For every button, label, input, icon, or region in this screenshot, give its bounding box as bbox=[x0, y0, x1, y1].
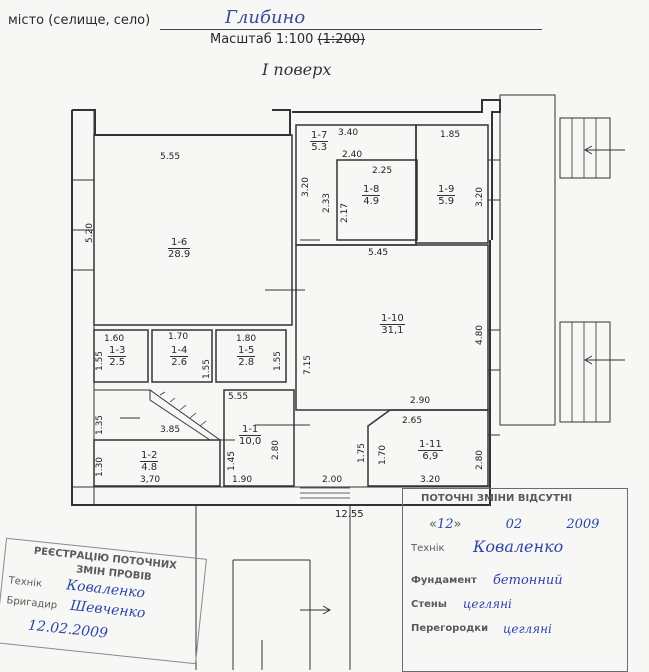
dim-label: 3.20 bbox=[475, 186, 486, 208]
porch-steps-top bbox=[559, 117, 611, 179]
dim-label: 3.20 bbox=[301, 176, 312, 198]
dim-label: 2.33 bbox=[322, 192, 333, 214]
dim-label: 1.30 bbox=[95, 456, 106, 478]
dim-label: 2.65 bbox=[402, 416, 423, 426]
porch-steps-bottom bbox=[559, 321, 611, 423]
stamp-partitions-value: цегляні bbox=[503, 622, 552, 636]
stamp-walls-value: цегляні bbox=[463, 597, 512, 611]
entrance-steps bbox=[300, 487, 350, 499]
dim-label: 3,70 bbox=[140, 475, 161, 485]
porch-right bbox=[499, 94, 556, 426]
stamp-left-bureau-label: Бригадир bbox=[5, 595, 58, 612]
dim-label: 1.80 bbox=[236, 334, 257, 344]
dim-label: 1.90 bbox=[232, 475, 253, 485]
arrow-bottom bbox=[583, 355, 625, 365]
stair-hatch bbox=[159, 391, 207, 427]
wall-thickness-bottom bbox=[71, 486, 491, 506]
dim-label: 1.70 bbox=[168, 332, 189, 342]
dim-label: 2.90 bbox=[410, 396, 431, 406]
dim-label: 3.85 bbox=[160, 425, 181, 435]
dim-label: 2.80 bbox=[271, 439, 282, 461]
dim-label: 1.85 bbox=[440, 130, 461, 140]
scale-label: Масштаб 1:100 (1:200) bbox=[210, 32, 365, 47]
dim-label: 1.60 bbox=[104, 334, 125, 344]
stamp-date: «12» 02 2009 bbox=[429, 517, 600, 532]
stamp-left-bureau-name: Шевченко bbox=[69, 597, 147, 622]
dim-label: 1.55 bbox=[95, 350, 106, 372]
stamp-foundation-value: бетонний bbox=[493, 573, 563, 588]
section-cut-lines bbox=[120, 239, 390, 441]
dim-label: 1.55 bbox=[273, 350, 284, 372]
dim-label: 5.55 bbox=[228, 392, 249, 402]
dim-label: 2.80 bbox=[475, 449, 486, 471]
dim-label: 5.55 bbox=[160, 152, 181, 162]
room-1-3-outline bbox=[93, 329, 149, 383]
settlement-value: Глибино bbox=[225, 7, 306, 28]
wall-thickness-left bbox=[71, 109, 95, 506]
stamp-registration: РЕЄСТРАЦІЮ ПОТОЧНИХ ЗМІН ПРОВІВ Технік К… bbox=[0, 537, 207, 665]
outer-wall-top-right bbox=[292, 99, 501, 240]
stamp-current-changes: ПОТОЧНІ ЗМІНИ ВІДСУТНІ «12» 02 2009 Техн… bbox=[402, 488, 628, 672]
stamp-left-date: 12.02.2009 bbox=[27, 617, 109, 642]
stamp-partitions-label: Перегородки bbox=[411, 623, 489, 634]
dim-label: 2.17 bbox=[340, 202, 351, 224]
dim-label: 1.55 bbox=[202, 358, 213, 380]
stamp-walls-label: Стены bbox=[411, 599, 447, 610]
stamp-title: ПОТОЧНІ ЗМІНИ ВІДСУТНІ bbox=[421, 493, 573, 504]
settlement-underline bbox=[160, 29, 542, 30]
room-1-2-outline bbox=[93, 439, 221, 487]
floor-title: І поверх bbox=[262, 60, 332, 79]
dim-label: 7.15 bbox=[303, 354, 314, 376]
dim-label: 4.80 bbox=[475, 324, 486, 346]
dim-label: 1.70 bbox=[378, 444, 389, 466]
dim-label: 3.40 bbox=[338, 128, 359, 138]
porch-front bbox=[195, 505, 351, 670]
dim-label: 1.75 bbox=[357, 442, 368, 464]
window-marks bbox=[72, 159, 500, 436]
stamp-tech-name: Коваленко bbox=[473, 537, 564, 556]
scale-struck: (1:200) bbox=[317, 32, 366, 47]
stamp-foundation-label: Фундамент bbox=[411, 575, 477, 586]
room-1-6-outline bbox=[93, 134, 293, 326]
arrow-top bbox=[583, 145, 625, 155]
settlement-label: місто (селище, село) bbox=[8, 13, 151, 28]
outer-wall-top-left bbox=[72, 109, 291, 136]
scale-text: Масштаб 1:100 bbox=[210, 32, 314, 47]
dim-label: 5.45 bbox=[368, 248, 389, 258]
dim-label: 3.20 bbox=[420, 475, 441, 485]
room-1-1-outline bbox=[223, 389, 295, 487]
dim-label: 2.40 bbox=[342, 150, 363, 160]
steps-bottom-lines bbox=[571, 322, 597, 422]
stamp-tech-label: Технік bbox=[411, 543, 445, 554]
room-1-11-outline bbox=[367, 409, 489, 487]
stamp-left-tech-label: Технік bbox=[8, 575, 43, 590]
dim-label: 12.55 bbox=[335, 509, 364, 520]
dim-label: 1.35 bbox=[95, 414, 106, 436]
room-1-9-outline bbox=[415, 124, 489, 244]
dim-label: 2.00 bbox=[322, 475, 343, 485]
room-1-4-outline bbox=[151, 329, 213, 383]
steps-top-lines bbox=[571, 118, 597, 178]
dim-label: 1.45 bbox=[227, 450, 238, 472]
room-1-8-outline bbox=[336, 159, 418, 241]
dim-label: 2.25 bbox=[372, 166, 393, 176]
arrow-front bbox=[300, 605, 332, 615]
dim-label: 5.20 bbox=[85, 222, 96, 244]
room-1-5-outline bbox=[215, 329, 287, 383]
